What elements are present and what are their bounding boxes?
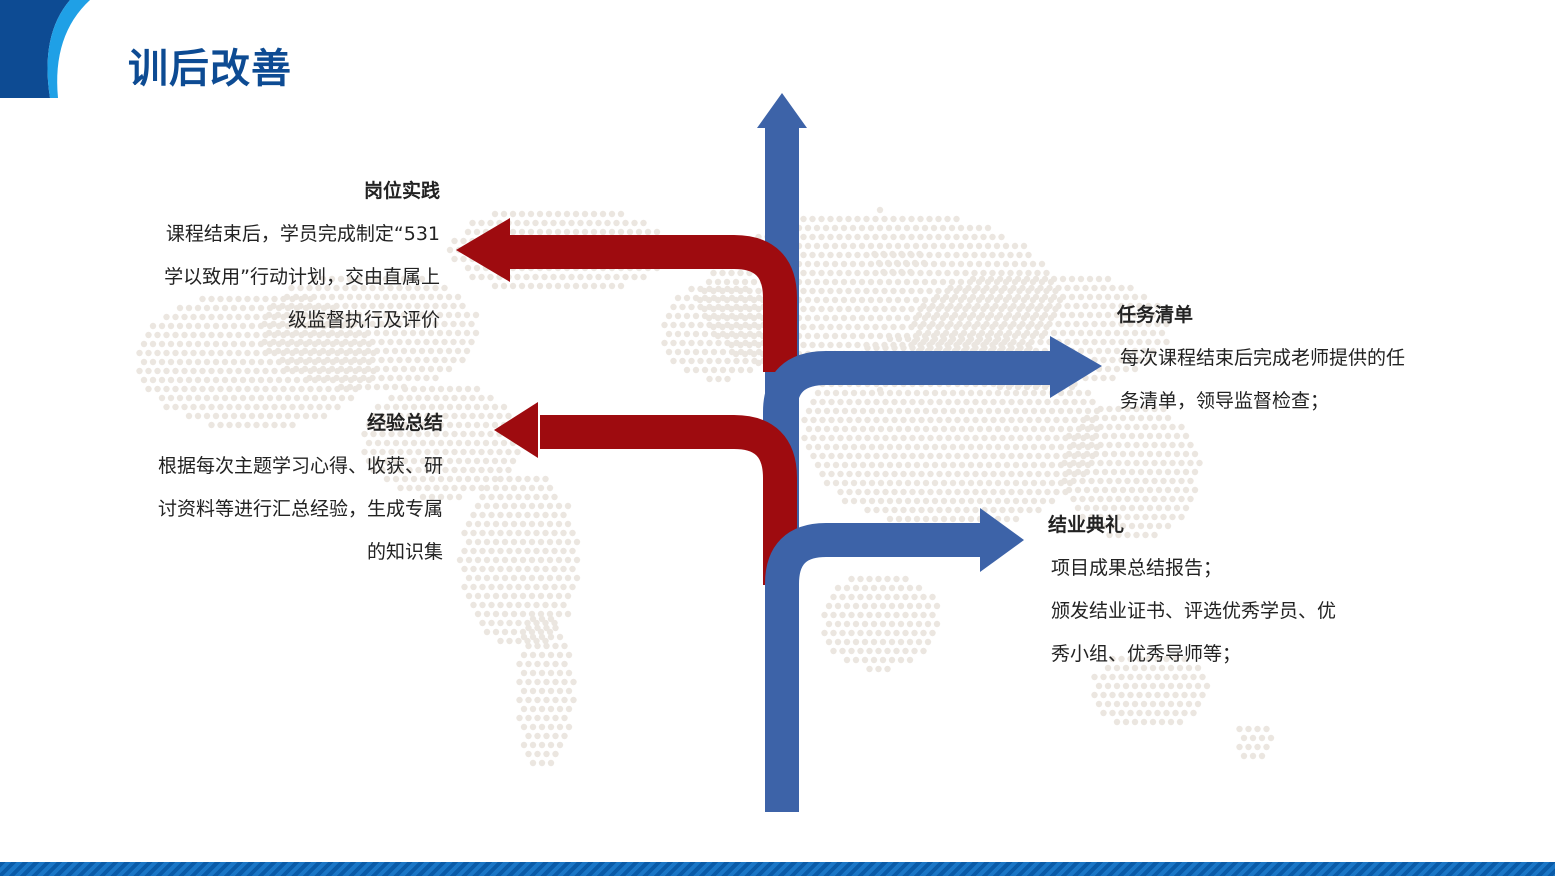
arrowhead-left-experience-icon [494,402,538,458]
experience-summary-line-2: 讨资料等进行汇总经验，生成专属 [157,498,443,520]
task-list-line-2: 务清单，领导监督检查； [1120,390,1330,412]
arrow-right-task-list-icon [763,351,1055,470]
task-list-line-1: 每次课程结束后完成老师提供的任 [1120,347,1406,369]
arrow-left-experience-icon [540,415,797,585]
job-practice-heading: 岗位实践 [363,180,440,202]
experience-summary-line-3: 的知识集 [366,541,443,563]
arrowhead-right-task-list-icon [1050,336,1102,398]
bottom-stripe-bar [0,862,1555,876]
experience-summary-heading: 经验总结 [366,412,443,434]
experience-summary-block: 经验总结 根据每次主题学习心得、收获、研 讨资料等进行汇总经验，生成专属 的知识… [110,402,443,574]
job-practice-line-2: 学以致用”行动计划，交由直属上 [164,266,440,288]
job-practice-block: 岗位实践 课程结束后，学员完成制定“531 学以致用”行动计划，交由直属上 级监… [110,170,440,342]
task-list-block: 任务清单 每次课程结束后完成老师提供的任 务清单，领导监督检查； [1117,294,1447,423]
arrowhead-left-job-practice-icon [456,218,510,282]
graduation-block: 结业典礼 项目成果总结报告； 颁发结业证书、评选优秀学员、优 秀小组、优秀导师等… [1048,504,1388,676]
page-title: 训后改善 [128,46,292,92]
graduation-line-3: 秀小组、优秀导师等； [1051,643,1242,665]
task-list-heading: 任务清单 [1117,304,1194,326]
experience-summary-line-1: 根据每次主题学习心得、收获、研 [157,455,443,477]
graduation-line-1: 项目成果总结报告； [1051,557,1223,579]
job-practice-line-3: 级监督执行及评价 [287,309,440,331]
graduation-heading: 结业典礼 [1048,514,1125,536]
arrowhead-right-graduation-icon [980,508,1024,572]
arrow-right-graduation-icon [765,523,985,812]
corner-decoration [0,0,90,98]
arrow-left-job-practice-icon [505,235,797,372]
graduation-line-2: 颁发结业证书、评选优秀学员、优 [1051,600,1337,622]
job-practice-line-1: 课程结束后，学员完成制定“531 [165,223,440,245]
